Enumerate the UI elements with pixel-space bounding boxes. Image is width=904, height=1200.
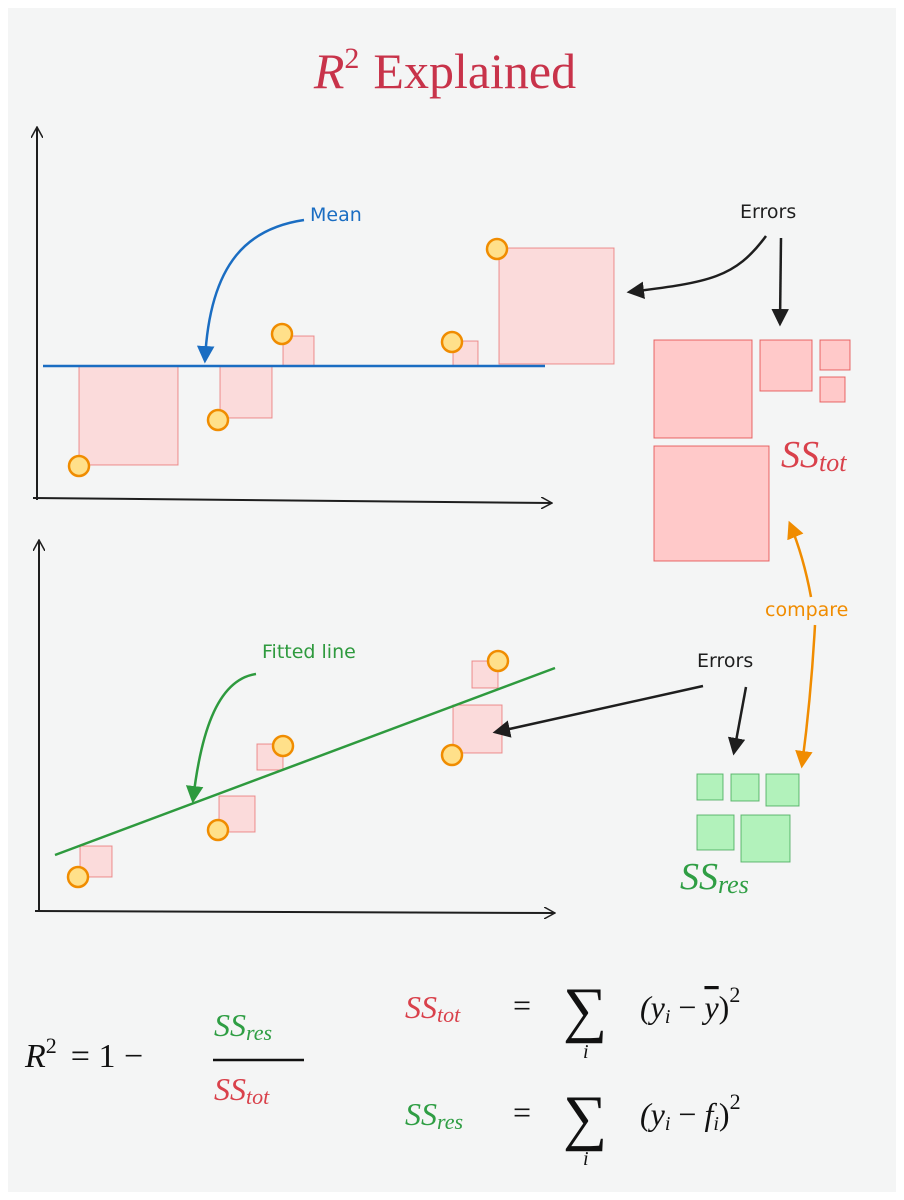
error-square	[452, 340, 479, 367]
errors-arrow	[492, 684, 704, 738]
ss-tot-squares	[653, 339, 851, 562]
data-point	[440, 743, 464, 767]
res-square	[696, 773, 724, 801]
fraction-denominator: SStot	[214, 1071, 270, 1109]
data-point	[270, 322, 294, 346]
fitted-line-label: Fitted line	[262, 641, 356, 663]
ss-res-squares	[696, 773, 800, 863]
data-point	[66, 865, 90, 889]
ss-tot-formula: SStot = ∑ i (yi − y)2	[405, 976, 740, 1063]
data-point	[271, 734, 295, 758]
errors-arrow	[727, 686, 748, 756]
sum-index: i	[583, 1148, 589, 1170]
errors-label-bottom: Errors	[697, 650, 753, 672]
res-square	[765, 773, 800, 807]
equals: =	[513, 1094, 531, 1130]
top-plot: Mean Errors	[33, 127, 796, 503]
errors-arrow	[771, 237, 789, 327]
tot-square	[653, 445, 770, 562]
error-square	[452, 704, 503, 754]
ss-res-label: SSres	[680, 856, 749, 899]
ss-res-symbol: SSres	[405, 1096, 463, 1134]
data-point	[486, 649, 510, 673]
data-point	[206, 818, 230, 842]
res-square	[696, 814, 735, 851]
tot-square	[819, 339, 851, 371]
ss-res-formula: SSres = ∑ i (yi − fi)2	[405, 1084, 741, 1170]
res-rhs: (yi − fi)2	[640, 1089, 741, 1135]
data-point	[67, 454, 91, 478]
sum-index: i	[583, 1041, 589, 1063]
error-square	[78, 365, 179, 466]
ss-tot-symbol: SStot	[405, 989, 461, 1027]
tot-square	[819, 376, 846, 403]
r2-formula: R2= 1 − SSres SStot	[24, 1007, 304, 1109]
x-axis	[34, 911, 555, 913]
r2-lhs: R2= 1 −	[24, 1033, 143, 1075]
mean-label: Mean	[310, 204, 362, 226]
ss-tot-label: SStot	[781, 434, 847, 477]
errors-arrow	[626, 235, 768, 299]
fitted-line-arrow	[185, 672, 257, 804]
error-square	[471, 660, 499, 689]
fraction-numerator: SSres	[214, 1007, 272, 1045]
compare-arrow-down	[795, 624, 817, 769]
mean-arrow	[196, 218, 305, 364]
tot-square	[759, 339, 813, 392]
x-axis	[32, 498, 552, 503]
bottom-plot: Fitted line Errors	[35, 540, 753, 913]
background	[8, 8, 896, 1192]
tot-rhs: (yi − y)2	[640, 982, 740, 1028]
error-square	[219, 365, 273, 419]
data-point	[206, 408, 230, 432]
data-point	[485, 237, 509, 261]
compare-label: compare	[765, 599, 848, 621]
fitted-line	[54, 666, 556, 857]
res-square	[730, 773, 760, 802]
res-square	[740, 814, 791, 863]
data-point	[440, 330, 464, 354]
equals: =	[513, 987, 531, 1023]
sigma: ∑	[563, 1084, 607, 1152]
tot-square	[653, 339, 753, 439]
compare-arrow-up	[787, 520, 813, 598]
error-square	[498, 247, 615, 365]
errors-label-top: Errors	[740, 201, 796, 223]
sigma: ∑	[563, 976, 607, 1044]
